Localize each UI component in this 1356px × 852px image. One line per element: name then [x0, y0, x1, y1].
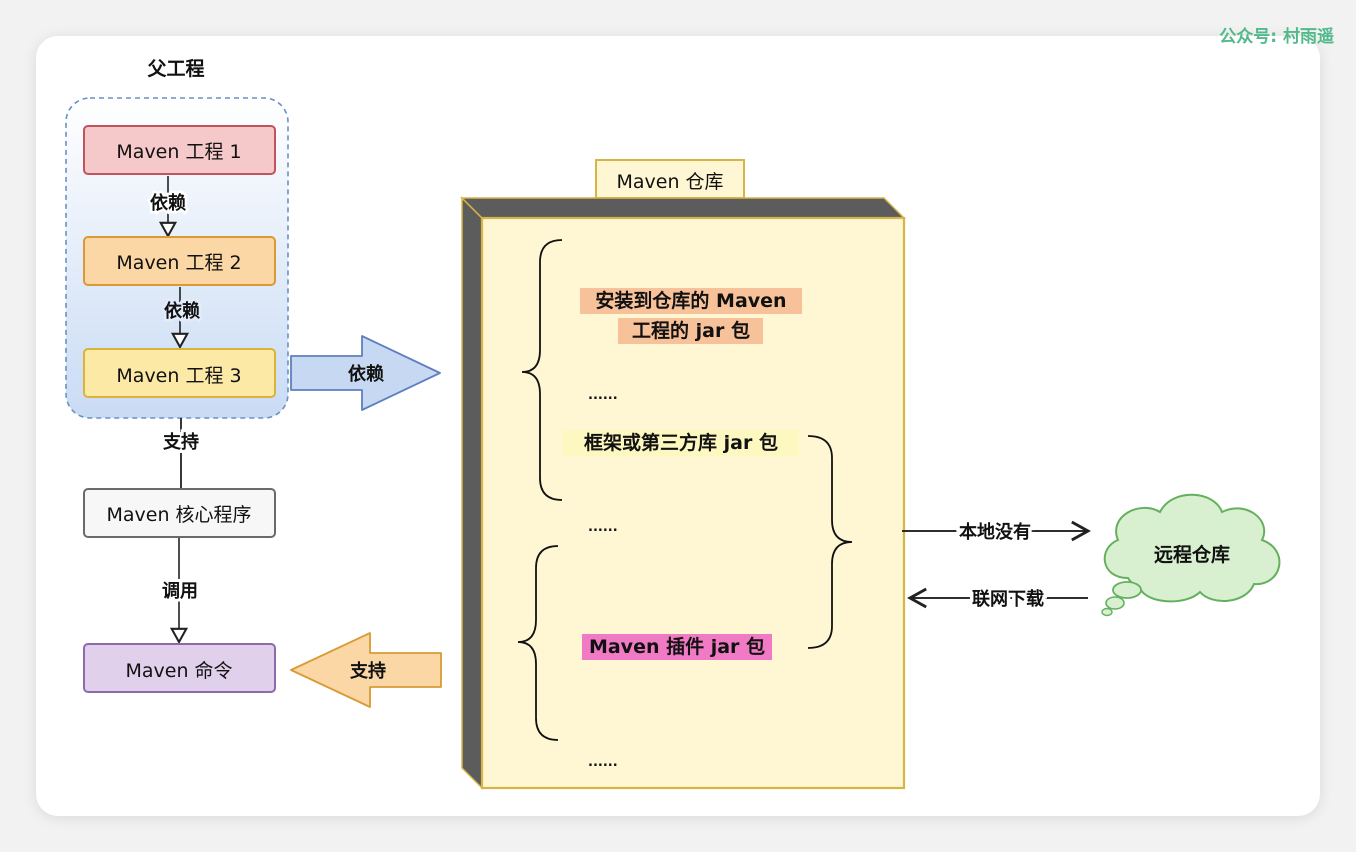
depend-block-arrow: 依赖	[290, 335, 441, 411]
remote-repository-cloud: 远程仓库	[1101, 493, 1281, 617]
installed-label-line1: 安装到仓库的 Maven	[595, 289, 786, 312]
parent-project-title: 父工程	[146, 58, 204, 80]
project-label-2: Maven 工程 2	[116, 252, 241, 274]
installed-label-line2: 工程的 jar 包	[632, 319, 750, 342]
maven-command-label: Maven 命令	[125, 660, 232, 682]
project-label-1: Maven 工程 1	[116, 141, 241, 163]
ellipsis-2: ......	[588, 520, 618, 535]
maven-command-box: Maven 命令	[83, 643, 276, 693]
installed-highlight-2	[618, 318, 763, 344]
depend-arrow-label: 依赖	[348, 363, 384, 385]
project-box-3: Maven 工程 3	[83, 348, 276, 398]
brace-right	[807, 435, 853, 649]
support-block-arrow: 支持	[290, 632, 442, 708]
dependency-label-2: 依赖	[164, 300, 200, 322]
maven-core-box: Maven 核心程序	[83, 488, 276, 538]
dependency-label-1: 依赖	[150, 192, 186, 214]
framework-highlight	[563, 430, 799, 456]
framework-label: 框架或第三方库 jar 包	[584, 431, 778, 454]
support-arrow-label: 支持	[349, 660, 386, 682]
call-label: 调用	[162, 581, 198, 602]
project-box-2: Maven 工程 2	[83, 236, 276, 286]
download-label: 联网下载	[972, 588, 1044, 610]
remote-repository-label: 远程仓库	[1154, 543, 1230, 566]
watermark: 公众号: 村雨遥	[1219, 27, 1334, 47]
brace-plugin	[517, 545, 559, 741]
installed-highlight-1	[580, 288, 802, 314]
maven-core-label: Maven 核心程序	[106, 504, 251, 526]
brace-installed	[521, 239, 563, 501]
plugin-label: Maven 插件 jar 包	[589, 635, 765, 658]
project-box-1: Maven 工程 1	[83, 125, 276, 175]
repository-tab-label: Maven 仓库	[616, 171, 723, 193]
ellipsis-3: ......	[588, 755, 618, 770]
not-local-label: 本地没有	[959, 521, 1031, 543]
repository-tab: Maven 仓库	[595, 159, 745, 199]
plugin-highlight	[582, 634, 772, 660]
repository-box	[460, 196, 906, 790]
project-label-3: Maven 工程 3	[116, 365, 241, 387]
support-label-core: 支持	[162, 431, 199, 453]
ellipsis-1: ......	[588, 388, 618, 403]
